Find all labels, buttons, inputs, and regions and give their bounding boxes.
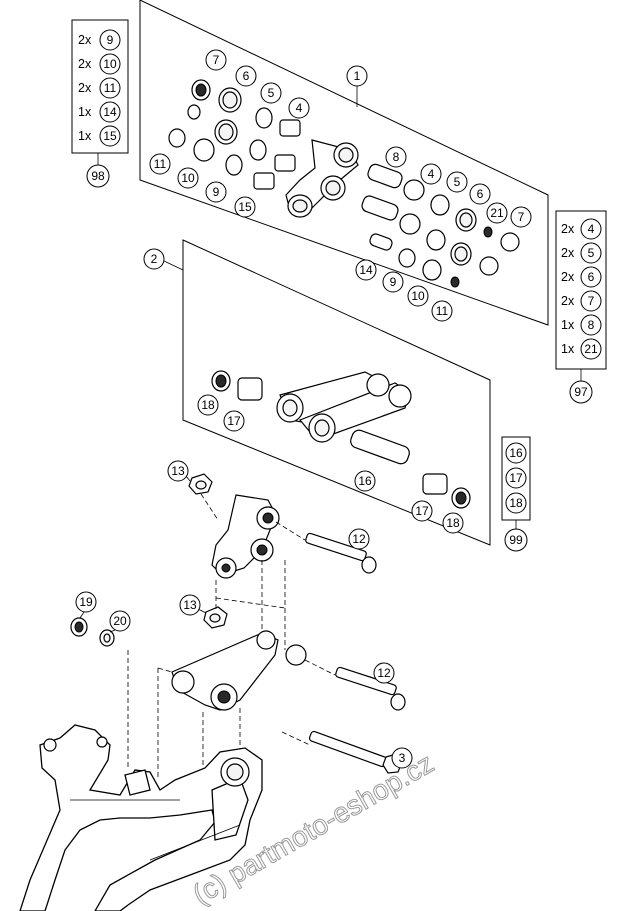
callout-20: 20 [113,614,127,628]
panel-1-parts-right [361,163,520,288]
callout-10-right: 10 [411,289,425,303]
kit-98-part-2: 11 [104,81,117,95]
kit-98-qty-4: 1x [78,129,92,143]
kit-97-qty-3: 2x [561,294,575,308]
kit-98-box: 98 2x 9 2x 10 2x 11 1x 14 1x 15 [71,19,129,188]
callout-9: 9 [213,185,220,199]
kit-98-qty-1: 2x [78,57,92,71]
callout-13-middle: 13 [183,598,197,612]
callout-10: 10 [181,171,195,185]
kit-97-part-2: 6 [588,270,595,284]
callout-8: 8 [393,150,400,164]
kit-99-part-0: 16 [509,446,523,460]
callout-11: 11 [154,157,167,171]
panel-2-outline [182,239,491,546]
callout-16: 16 [358,474,372,488]
kit-98-qty-2: 2x [78,81,92,95]
callout-6: 6 [243,69,250,83]
kit-98-ref: 98 [91,169,105,183]
kit-99-part-1: 17 [509,471,523,485]
kit-97-qty-4: 1x [561,318,575,332]
panel-1-parts-left [168,79,301,190]
kit-97-part-5: 21 [584,342,598,356]
callout-17-right: 17 [415,504,429,518]
callout-13-top: 13 [171,464,185,478]
pivot-lever-top [285,139,359,218]
callout-15: 15 [238,200,252,214]
kit-99-box: 99 16 17 18 [501,436,531,552]
callout-12-lower: 12 [377,666,391,680]
kit-98-part-4: 15 [103,129,117,143]
panel-2-parts [211,370,471,509]
frame-swingarm [19,724,263,911]
callout-7: 7 [213,53,220,67]
kit-98-part-1: 10 [103,57,117,71]
callout-18: 18 [201,398,215,412]
kit-97-ref: 97 [574,385,588,399]
kit-97-part-0: 4 [588,222,595,236]
kit-97-qty-5: 1x [561,342,575,356]
kit-98-qty-0: 2x [78,33,92,47]
callout-4-right: 4 [428,167,435,181]
panel-1-callouts: 1 7 6 5 4 11 10 9 15 8 4 5 6 21 7 14 9 1… [149,49,532,322]
callout-14: 14 [359,263,373,277]
callout-5: 5 [268,86,275,100]
callout-3: 3 [399,751,406,765]
callout-21: 21 [490,206,504,220]
callout-2: 2 [151,252,158,266]
callout-19: 19 [79,595,93,609]
kit-97-part-1: 5 [588,246,595,260]
kit-99-part-2: 18 [509,496,523,510]
callout-1: 1 [354,69,361,83]
callout-6-right: 6 [477,187,484,201]
callout-9-right: 9 [390,275,397,289]
kit-97-part-4: 8 [588,318,595,332]
kit-98-part-0: 9 [107,33,114,47]
callout-12-top: 12 [352,532,366,546]
callout-17: 17 [227,414,241,428]
callout-5-right: 5 [454,175,461,189]
lower-callouts: 13 12 19 20 13 12 3 [75,460,413,769]
lower-assembly-parts [70,473,406,774]
callout-7-right: 7 [518,210,525,224]
panel-1-outline [139,0,549,326]
kit-98-part-3: 14 [103,105,117,119]
kit-97-qty-1: 2x [561,246,575,260]
callout-11-right: 11 [436,304,449,318]
kit-97-qty-2: 2x [561,270,575,284]
kit-99-ref: 99 [509,533,523,547]
kit-97-qty-0: 2x [561,222,575,236]
panel-2-callouts: 2 18 17 16 17 18 [143,248,464,534]
kit-98-qty-3: 1x [78,105,92,119]
kit-97-part-3: 7 [588,294,595,308]
callout-4: 4 [296,101,303,115]
callout-18-right: 18 [446,516,460,530]
kit-97-box: 97 2x 4 2x 5 2x 6 2x 7 1x 8 1x 21 [555,210,607,404]
